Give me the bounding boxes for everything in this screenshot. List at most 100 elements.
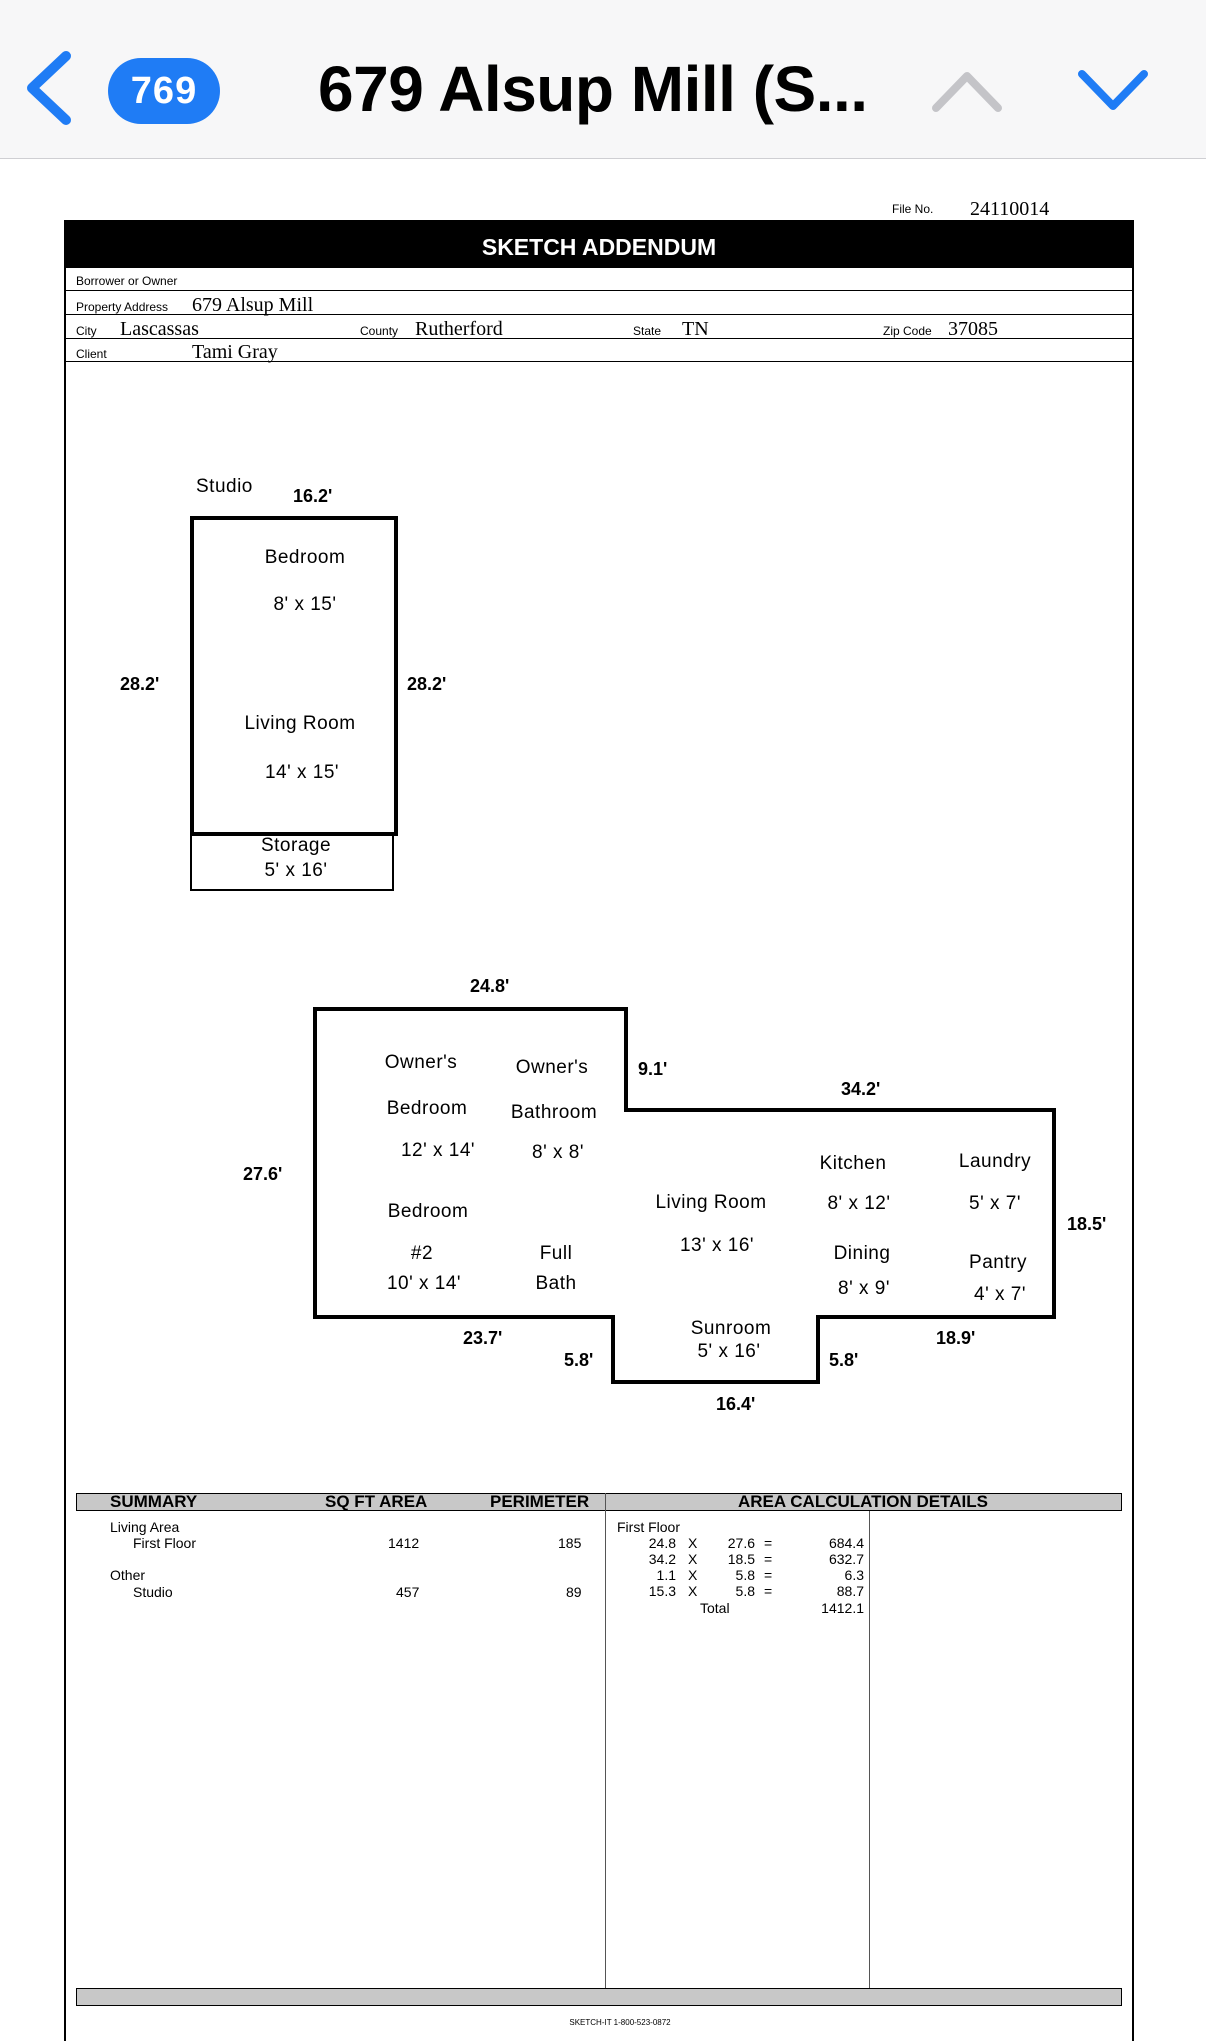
house-dim-step: 9.1' (638, 1059, 668, 1079)
sunroom-name: Sunroom (690, 1318, 772, 1339)
owners-bedroom-line1: Owner's (384, 1052, 458, 1073)
calc-cell: = (764, 1535, 773, 1551)
studio-area: 457 (396, 1584, 420, 1600)
nav-bar: 769 679 Alsup Mill (S... (0, 0, 1206, 159)
column-divider (869, 1511, 870, 1988)
calc-cell: 1.1 (656, 1567, 676, 1583)
bottom-bar (76, 1988, 1122, 2006)
house-dim-left: 27.6' (243, 1164, 283, 1184)
calc-cell: 88.7 (836, 1583, 864, 1599)
county-label: County (360, 324, 399, 338)
state-value: TN (682, 318, 709, 340)
kitchen-name: Kitchen (819, 1153, 887, 1174)
footer-text: SKETCH-IT 1-800-523-0872 (569, 2018, 671, 2027)
laundry-name: Laundry (958, 1151, 1032, 1172)
calc-cell: 684.4 (828, 1535, 864, 1551)
studio-living-room-size: 14' x 15' (264, 762, 340, 783)
page-title: 679 Alsup Mill (S... (318, 53, 868, 125)
living-room-size: 13' x 16' (679, 1235, 755, 1256)
property-address-value: 679 Alsup Mill (192, 294, 314, 316)
perimeter-header: PERIMETER (490, 1492, 590, 1511)
studio-perimeter: 89 (566, 1584, 582, 1600)
bedroom2-line1: Bedroom (387, 1201, 469, 1222)
unread-count-badge[interactable]: 769 (108, 58, 220, 124)
studio-living-room-name: Living Room (244, 713, 356, 734)
house-dim-right: 18.5' (1067, 1214, 1107, 1234)
city-label: City (76, 324, 97, 338)
full-bath-line2: Bath (535, 1273, 577, 1294)
calc-first-floor-label: First Floor (617, 1519, 680, 1535)
summary-header: SUMMARY (110, 1492, 198, 1511)
state-label: State (633, 324, 662, 338)
calc-cell: = (764, 1583, 773, 1599)
client-label: Client (76, 347, 107, 361)
house-dim-sunroom-right: 5.8' (829, 1350, 859, 1370)
summary-header-bar (76, 1493, 1122, 1511)
other-label: Other (110, 1567, 146, 1583)
calc-cell: 27.6 (727, 1535, 755, 1551)
calc-cell: X (688, 1535, 698, 1551)
living-area-label: Living Area (110, 1519, 180, 1535)
living-room-name: Living Room (655, 1192, 767, 1213)
owners-bathroom-line2: Bathroom (510, 1102, 598, 1123)
previous-button[interactable] (930, 62, 1004, 118)
calc-total-label: Total (700, 1600, 730, 1616)
calc-cell: 15.3 (648, 1583, 676, 1599)
studio-dim-left: 28.2' (120, 674, 160, 694)
form-row-divider (66, 290, 1132, 291)
studio-bedroom-name: Bedroom (264, 547, 346, 568)
form-row-divider (66, 314, 1132, 315)
laundry-size: 5' x 7' (969, 1193, 1021, 1214)
city-value: Lascassas (120, 318, 199, 340)
calc-cell: X (688, 1551, 698, 1567)
back-button[interactable] (22, 48, 82, 128)
calc-cell: 5.8 (735, 1583, 755, 1599)
calc-cell: X (688, 1567, 698, 1583)
calc-cell: 24.8 (648, 1535, 676, 1551)
file-no-label: File No. (892, 202, 934, 216)
pantry-name: Pantry (969, 1252, 1027, 1273)
document-heading: SKETCH ADDENDUM (64, 220, 1134, 268)
storage-name: Storage (260, 835, 332, 856)
county-value: Rutherford (415, 318, 503, 340)
studio-dim-right: 28.2' (407, 674, 447, 694)
first-floor-label: First Floor (133, 1535, 196, 1551)
owners-bedroom-size: 12' x 14' (400, 1140, 476, 1161)
calc-cell: 5.8 (735, 1567, 755, 1583)
file-no-value: 24110014 (970, 198, 1050, 220)
kitchen-size: 8' x 12' (827, 1193, 891, 1214)
house-dim-top: 24.8' (470, 976, 510, 996)
bedroom2-size: 10' x 14' (386, 1273, 462, 1294)
full-bath-line1: Full (539, 1243, 573, 1264)
sqft-area-header: SQ FT AREA (325, 1492, 428, 1511)
storage-size: 5' x 16' (264, 860, 328, 881)
next-button[interactable] (1076, 62, 1150, 118)
calc-cell: X (688, 1583, 698, 1599)
chevron-up-icon (932, 72, 1002, 112)
calc-total-value: 1412.1 (821, 1600, 864, 1616)
studio-summary-label: Studio (133, 1584, 173, 1600)
owners-bathroom-size: 8' x 8' (532, 1142, 584, 1163)
calc-cell: 18.5 (727, 1551, 755, 1567)
house-dim-bottom-left: 23.7' (463, 1328, 503, 1348)
form-row-divider (66, 361, 1132, 362)
zip-code-label: Zip Code (883, 324, 932, 338)
area-calc-header: AREA CALCULATION DETAILS (738, 1492, 988, 1511)
column-divider (605, 1493, 606, 1988)
property-address-label: Property Address (76, 300, 169, 314)
house-dim-sunroom-left: 5.8' (564, 1350, 594, 1370)
house-dim-sunroom-bottom: 16.4' (716, 1394, 756, 1414)
calc-cell: 632.7 (828, 1551, 864, 1567)
calc-cell: = (764, 1551, 773, 1567)
chevron-down-icon (1078, 70, 1148, 110)
borrower-label: Borrower or Owner (76, 274, 178, 288)
calc-cell: 6.3 (844, 1567, 864, 1583)
bedroom2-line2: #2 (410, 1243, 434, 1264)
zip-code-value: 37085 (948, 318, 998, 340)
house-dim-bottom-right: 18.9' (936, 1328, 976, 1348)
studio-label: Studio (196, 476, 253, 497)
dining-size: 8' x 9' (838, 1278, 890, 1299)
calc-cell: 34.2 (648, 1551, 676, 1567)
calc-cell: = (764, 1567, 773, 1583)
